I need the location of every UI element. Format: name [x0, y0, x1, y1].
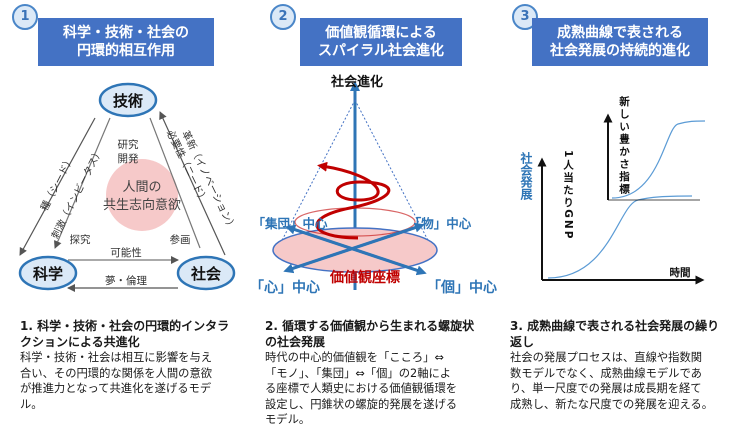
panel3-caption-title: 3. 成熟曲線で表される社会発展の繰り 返し	[510, 318, 742, 350]
value-spiral-arrow	[315, 161, 391, 240]
label-participate: 参画	[170, 233, 191, 246]
arrow-outer-right	[159, 111, 226, 256]
panel3-caption-body: 社会の発展プロセスは、直線や指数関 数モデルでなく、成熟曲線モデルであ り、単一…	[510, 350, 745, 412]
panel2-caption-line: る座標で人類史における価値観循環を	[265, 382, 458, 395]
label-group-centered: 「集団」中心	[252, 216, 328, 231]
center-label-line2: 共生志向意欲	[103, 197, 181, 213]
panel3-header-line1: 成熟曲線で表される	[557, 25, 683, 41]
node-technology	[98, 82, 158, 118]
arrow-tech-to-sci	[54, 117, 111, 249]
step-number-2: 2	[270, 4, 296, 30]
arrow-outer-left	[19, 117, 96, 256]
panel1-caption-line: 合い、その円環的な関係を人間の意欲	[20, 366, 213, 380]
panel3-caption-line: 成熟し、新たな尺度での発展を迎える。	[510, 397, 714, 411]
panel2-caption-line: 設定し、円錐状の螺旋的発展を遂げる	[265, 397, 458, 411]
line-tech-soc-inner	[149, 117, 201, 249]
panel3-caption-line: 数モデルでなく、成熟曲線モデルであ	[510, 366, 702, 380]
interaction-cycle-diagram: 技術 科学 社会 人間の 共生志向意欲 研究 開発 種（シード） 刺激（インビー…	[18, 82, 239, 292]
y-axis-label: 社会発展	[519, 151, 533, 201]
panel3-caption-line: り、単一尺度での発展は成長期を経て	[510, 382, 702, 395]
panel1-caption-line: が推進力となって共進化を遂げるモデ	[20, 382, 212, 395]
panel2-caption-title-line: 2. 循環する価値観から生まれる螺旋状	[265, 319, 475, 333]
panel2-caption-body: 時代の中心的価値観を「こころ」⇔ 「モノ」、「集団」⇔「個」の2軸によ る座標で…	[265, 350, 497, 428]
spiral-cone-diagram: 社会進化 「集団」中心 「物」中心 「心」中心 「個」中心 価値観座標	[250, 74, 497, 296]
panel2-caption-line: 「モノ」、「集団」⇔「個」の2軸によ	[265, 366, 452, 380]
panel1-header-line2: 円環的相互作用	[77, 43, 175, 59]
center-label-line1: 人間の	[122, 180, 161, 195]
panel3-caption-title-line: 3. 成熟曲線で表される社会発展の繰り	[510, 319, 720, 333]
panel1-caption-title: 1. 科学・技術・社会の円環的インタラ クションによる共進化	[20, 318, 252, 350]
axis-group-to-individual	[289, 226, 427, 276]
label-possibility: 可能性	[110, 246, 142, 259]
panel3-header-line2: 社会発展の持続的進化	[550, 43, 690, 59]
label-heart-centered: 「心」中心	[250, 279, 320, 296]
node-technology-label: 技術	[113, 92, 143, 110]
label-research: 研究	[118, 138, 139, 151]
label-thing-centered: 「物」中心	[409, 216, 472, 231]
panel1-caption-title-line: クションによる共進化	[20, 335, 140, 349]
node-society-label: 社会	[190, 265, 221, 283]
panel2-caption-line: モデル。	[265, 413, 311, 426]
label-individual-centered: 「個」中心	[427, 279, 497, 296]
label-development: 開発	[118, 152, 139, 165]
panel1-caption-title-line: 1. 科学・技術・社会の円環的インタラ	[20, 319, 230, 333]
label-explore: 探究	[70, 233, 91, 246]
panel3-caption-title-line: 返し	[510, 335, 535, 349]
panel1-caption-body: 科学・技術・社会は相互に影響を与え 合い、その円環的な関係を人間の意欲 が推進力…	[20, 350, 252, 412]
panel2-caption-title: 2. 循環する価値観から生まれる螺旋状 の社会発展	[265, 318, 497, 350]
label-dream-ethics: 夢・倫理	[105, 274, 147, 287]
panel1-caption-line: 科学・技術・社会は相互に影響を与え	[20, 351, 213, 364]
panel1-caption-line: ル。	[20, 397, 43, 411]
panel3-caption-line: 社会の発展プロセスは、直線や指数関	[510, 351, 703, 364]
social-evolution-label: 社会進化	[330, 74, 383, 90]
panel3-header: 成熟曲線で表される 社会発展の持続的進化	[532, 18, 708, 66]
label-value-coordinates: 価値観座標	[329, 269, 400, 286]
panel1-header: 科学・技術・社会の 円環的相互作用	[38, 18, 214, 66]
panel2-header-line1: 価値観循環による	[325, 25, 437, 41]
lower-axis-label: 1人当たりGNP	[562, 150, 574, 240]
panel2-header-line2: スパイラル社会進化	[318, 43, 444, 59]
upper-axis-label: 新しい豊かさ指標	[618, 95, 630, 196]
panel1-header-line1: 科学・技術・社会の	[63, 25, 189, 41]
maturity-curve-diagram: 社会発展 時間 新しい豊かさ指標 1人当たりGNP	[519, 95, 706, 285]
node-science	[18, 255, 78, 291]
step-number-1: 1	[12, 4, 38, 30]
curve-new-wellbeing	[611, 120, 706, 199]
y-axis-label-text: 社会発展	[519, 151, 533, 201]
panel2-header: 価値観循環による スパイラル社会進化	[300, 18, 462, 66]
curve-gnp	[547, 195, 693, 279]
node-science-label: 科学	[33, 265, 63, 283]
panel2-caption-line: 時代の中心的価値観を「こころ」⇔	[265, 351, 444, 364]
human-motivation-circle	[106, 159, 178, 231]
node-society	[176, 255, 236, 291]
x-axis-label: 時間	[670, 266, 691, 279]
panel2-caption-title-line: の社会発展	[265, 335, 326, 349]
